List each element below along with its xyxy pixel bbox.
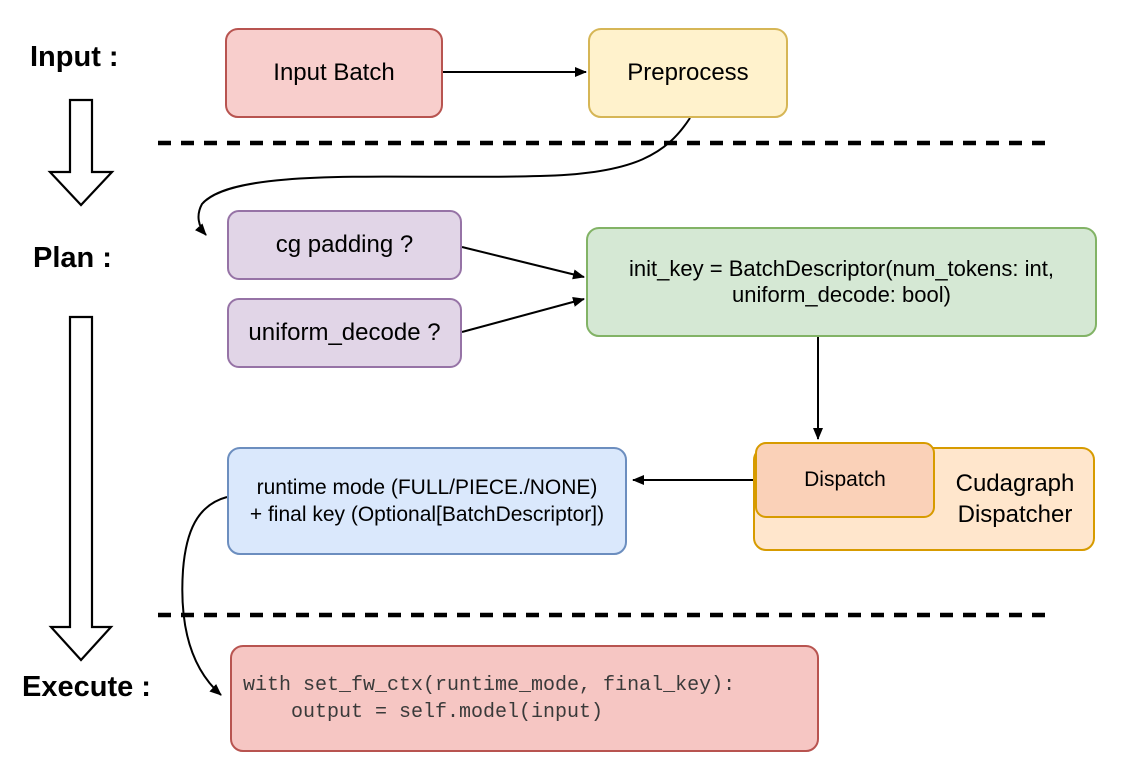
edge-cg-padding-to-init-key (461, 246, 585, 280)
cudagraph-line1: Cudagraph (955, 470, 1075, 497)
edge-uniform-decode-to-init-key (461, 297, 585, 333)
node-preprocess-label: Preprocess (627, 59, 749, 86)
node-uniform-decode: uniform_decode ? (227, 298, 462, 368)
node-init-key-line1: init_key = BatchDescriptor(num_tokens: i… (629, 256, 1054, 281)
cudagraph-line2: Dispatcher (957, 501, 1073, 528)
node-runtime-mode-line2: + final key (Optional[BatchDescriptor]) (249, 503, 605, 526)
node-uniform-decode-label: uniform_decode ? (248, 319, 441, 346)
node-cudagraph-dispatcher-label: Cudagraph Dispatcher (937, 449, 1093, 549)
node-runtime-mode-line1: runtime mode (FULL/PIECE./NONE) (256, 476, 598, 499)
phase-label-execute: Execute : (22, 671, 151, 703)
node-init-key-line2: uniform_decode: bool) (732, 282, 951, 307)
node-runtime-mode: runtime mode (FULL/PIECE./NONE) + final … (227, 447, 627, 555)
node-cg-padding: cg padding ? (227, 210, 462, 280)
edge-preprocess-to-cg-padding (194, 117, 691, 236)
node-dispatch: Dispatch (755, 442, 935, 518)
node-input-batch-label: Input Batch (273, 59, 395, 86)
execute-code-line1: with set_fw_ctx(runtime_mode, final_key)… (243, 673, 736, 697)
phase-arrow-input-to-plan-icon (47, 98, 115, 207)
node-input-batch: Input Batch (225, 28, 443, 118)
node-cg-padding-label: cg padding ? (275, 231, 414, 258)
node-init-key: init_key = BatchDescriptor(num_tokens: i… (586, 227, 1097, 337)
phase-arrow-plan-to-execute-icon (48, 315, 114, 662)
edge-runtime-mode-to-execute-code (181, 496, 228, 696)
phase-label-plan: Plan : (33, 242, 112, 274)
execute-code-line2: output = self.model(input) (243, 700, 604, 724)
phase-label-input: Input : (30, 41, 119, 73)
node-preprocess: Preprocess (588, 28, 788, 118)
node-dispatch-label: Dispatch (804, 468, 886, 491)
node-execute-code: with set_fw_ctx(runtime_mode, final_key)… (230, 645, 819, 752)
